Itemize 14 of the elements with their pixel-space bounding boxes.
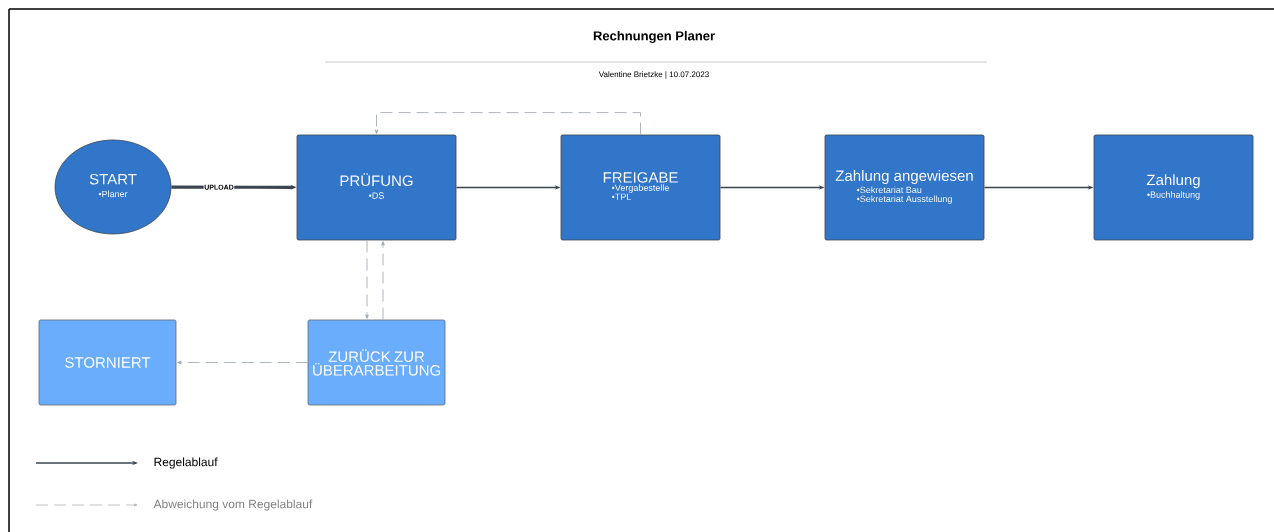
subtitle: Valentine Brietzke | 10.07.2023 xyxy=(598,71,709,79)
process-box: FREIGABE •Vergabestelle •TPL xyxy=(560,134,721,241)
arrow xyxy=(381,241,385,320)
legend-text: Abweichung vom Regelablauf xyxy=(153,499,313,511)
legend-text: Regelablauf xyxy=(154,457,218,469)
title: Rechnungen Planer xyxy=(593,30,715,44)
process-box: Zahlung •Buchhaltung xyxy=(1093,134,1254,241)
process-box: PRÜFUNG •DS xyxy=(296,134,457,241)
arrow xyxy=(374,112,641,135)
status-box: ZURÜCK ZUR ÜBERARBEITUNG xyxy=(307,319,446,406)
process-box: Zahlung angewiesen •Sekretariat Bau •Sekretariat Ausstellung xyxy=(824,134,985,241)
arrow xyxy=(177,360,308,365)
arrow xyxy=(365,240,369,319)
status-box: STORNIERT xyxy=(38,319,177,406)
